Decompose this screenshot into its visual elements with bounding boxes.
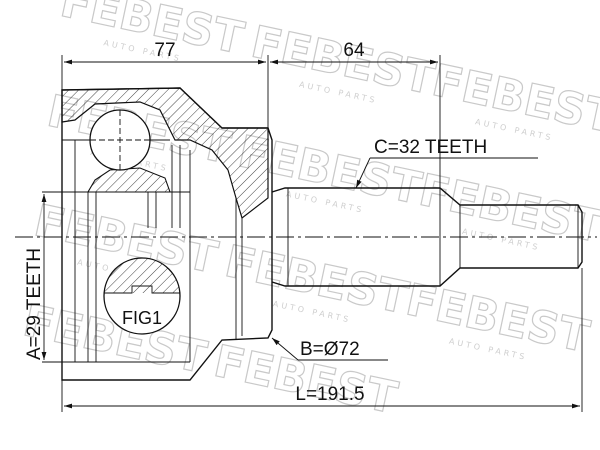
output-shaft: [271, 187, 583, 287]
spline-a-label: A=29 TEETH: [24, 248, 45, 360]
spline-a-dimension: A=29 TEETH: [24, 194, 47, 360]
dimension-top-right: 64: [270, 40, 441, 188]
dim-64-label: 64: [343, 40, 365, 61]
dimension-top-left: 77: [61, 40, 269, 128]
spline-c-callout: C=32 TEETH: [355, 137, 538, 189]
diameter-b-callout: B=Ø72: [271, 337, 388, 361]
fig1-label: FIG1: [122, 308, 162, 328]
joint-housing: [42, 87, 273, 381]
length-l-label: L=191.5: [295, 384, 364, 405]
length-dimension: L=191.5: [61, 268, 583, 412]
diameter-b-label: B=Ø72: [300, 339, 360, 360]
ball: [89, 109, 151, 171]
dim-77-label: 77: [154, 40, 175, 61]
spline-c-label: C=32 TEETH: [374, 137, 487, 158]
